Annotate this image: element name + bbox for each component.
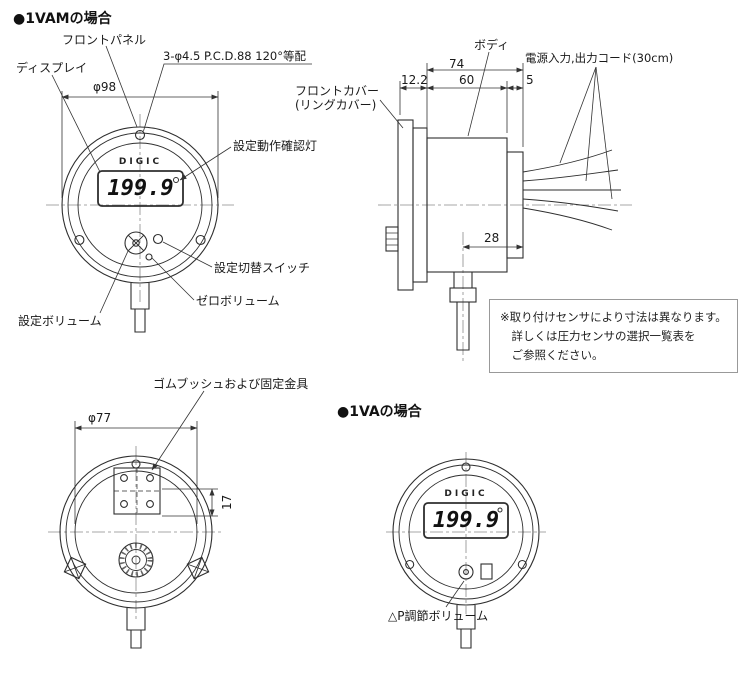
rear-cap [506, 151, 524, 259]
va-panel-face-circle [408, 474, 524, 590]
note-box: ※取り付けセンサにより寸法は異なります。 詳しくは圧力センサの選択一覧表を ご参… [489, 299, 738, 373]
va-body [392, 458, 540, 649]
dim-5: 5 [526, 73, 534, 87]
dim-74: 74 [449, 57, 465, 71]
va-unit-dot [497, 507, 503, 513]
dim-12-2: 12.2 [401, 73, 428, 87]
zero-volume-knob [145, 253, 153, 261]
rear-stem [126, 608, 146, 649]
pressure-port-stem-side [449, 272, 477, 351]
vam-front-dimension-phi98 [61, 91, 219, 198]
label-front-cover-line1: フロントカバー [295, 84, 380, 98]
vam-side-leader-lines [379, 51, 613, 200]
va-mounting-hole-right [517, 559, 527, 570]
rear-inner-circle [74, 470, 198, 594]
fixing-clip-right [186, 556, 210, 580]
label-rubber-bush: ゴムブッシュおよび固定金具 [153, 377, 309, 391]
label-front-panel: フロントパネル [62, 33, 147, 47]
vam-display-value: 199.9 [107, 176, 174, 201]
note-line-2: 詳しくは圧力センサの選択一覧表を [511, 328, 696, 343]
vam-side-view [378, 51, 632, 362]
va-bezel-outer-circle [392, 458, 540, 606]
label-display: ディスプレイ [16, 61, 88, 75]
label-body: ボディ [474, 38, 510, 52]
label-front-cover-line2: (リングカバー) [295, 98, 377, 112]
dim-phi98: φ98 [93, 80, 117, 94]
rubber-bush-square [113, 467, 161, 515]
vam-rear-view [48, 390, 224, 649]
mounting-hole-left [74, 234, 85, 246]
rear-ring-circle [65, 461, 207, 603]
rear-outer-circle [59, 455, 213, 609]
cable-gland [118, 542, 154, 578]
vam-rear-leader-lines [151, 390, 205, 471]
label-zero-volume: ゼロボリューム [196, 294, 280, 308]
dim-60: 60 [459, 73, 475, 87]
vam-side-dimension-lines [399, 63, 524, 250]
panel-face-circle [77, 142, 203, 268]
setting-confirm-light [173, 177, 179, 183]
va-leader-lines [445, 580, 465, 608]
side-adjust-knob [385, 226, 399, 252]
note-line-1: ※取り付けセンサにより寸法は異なります。 [500, 310, 727, 324]
mounting-hole-top [134, 129, 146, 141]
dim-phi77: φ77 [88, 411, 112, 425]
lead-wires [522, 149, 621, 231]
dim-17: 17 [220, 494, 234, 510]
vam-rear-dimension-lines [74, 421, 218, 524]
label-confirm-light: 設定動作確認灯 [233, 139, 318, 153]
vam-front-view [46, 45, 312, 333]
setting-volume-knob [124, 231, 148, 255]
dp-adjust-knob [458, 564, 474, 580]
va-front-view [386, 452, 546, 649]
va-display-window [423, 502, 509, 539]
va-display-value: 199.9 [432, 508, 500, 533]
label-setting-volume: 設定ボリューム [18, 314, 102, 328]
vam-front-body [61, 126, 219, 333]
vam-side-centerlines [378, 204, 632, 362]
bezel-outer-circle [61, 126, 219, 284]
va-mounting-hole-left [405, 559, 415, 570]
display-window [97, 170, 184, 207]
mounting-hole-right [195, 234, 206, 246]
label-dp-volume: △P調節ボリューム [388, 609, 489, 623]
vam-side-body [385, 119, 621, 351]
label-power-cord: 電源入力,出力コード(30cm) [525, 51, 674, 65]
note-line-3: ご参照ください。 [511, 347, 604, 362]
va-display-brand: DIGIC [444, 489, 488, 499]
vam-rear-centerlines [48, 446, 224, 622]
vam-display-brand: DIGIC [118, 157, 163, 167]
vam-front-leader-lines [51, 45, 312, 314]
heading-1vam: ●1VAMの場合 [13, 11, 112, 27]
label-mounting-holes: 3-φ4.5 P.C.D.88 120°等配 [163, 49, 306, 63]
va-mounting-hole-top [461, 462, 471, 472]
mode-switch-knob [152, 233, 164, 245]
dim-28: 28 [484, 231, 500, 245]
fixing-clip-left [63, 556, 87, 580]
label-mode-switch: 設定切替スイッチ [214, 261, 311, 275]
bezel-ring-circle [67, 132, 213, 278]
va-centerlines [386, 452, 546, 614]
vam-rear-body [59, 455, 213, 649]
va-bezel-ring-circle [398, 464, 534, 600]
va-stem [456, 605, 476, 649]
pressure-port-stem [130, 283, 150, 333]
heading-1va: ●1VAの場合 [337, 404, 422, 420]
va-connector-window [480, 563, 493, 580]
vam-front-centerlines [46, 114, 234, 302]
